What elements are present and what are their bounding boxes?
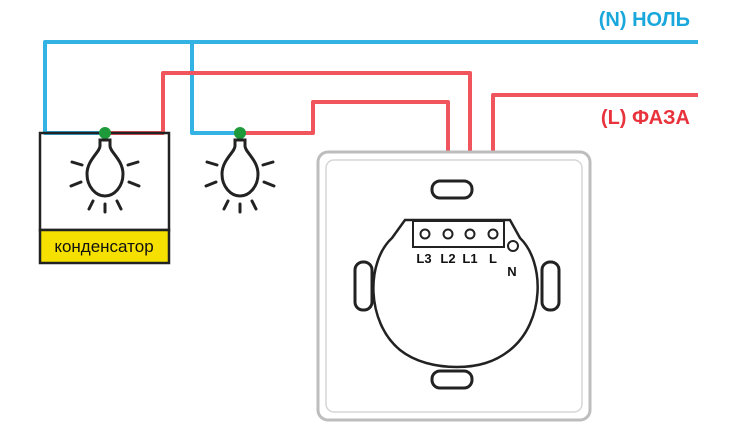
- terminal-label-l2: L2: [440, 251, 455, 266]
- mount-slot-top: [430, 179, 474, 200]
- neutral-label: (N) НОЛЬ: [599, 9, 690, 31]
- capacitor-label: конденсатор: [54, 237, 153, 256]
- capacitor-label-box: [38, 228, 171, 265]
- bulb-cap: [99, 127, 111, 139]
- terminal-label-l3: L3: [416, 251, 431, 266]
- terminal-screw: [442, 228, 454, 240]
- mount-slot-bottom: [430, 369, 474, 390]
- terminal-screw: [419, 228, 431, 240]
- terminal-screw: [487, 228, 499, 240]
- bulb-icon: [204, 127, 276, 214]
- bulb-icon: [69, 127, 141, 214]
- terminal-screw: [464, 228, 476, 240]
- capacitor: конденсатор: [38, 131, 171, 265]
- terminal-label-l1: L1: [462, 251, 477, 266]
- phase-label: (L) ФАЗА: [601, 107, 690, 129]
- switch-mechanism: [372, 218, 539, 369]
- switch-plate: L3 L2 L1 L N: [316, 150, 592, 422]
- terminal-label-l: L: [489, 251, 497, 266]
- neutral-terminal-hole: [507, 240, 519, 252]
- bulb-cap: [234, 127, 246, 139]
- mount-slot-left: [353, 260, 374, 312]
- mount-slot-right: [540, 260, 561, 312]
- terminal-label-n: N: [507, 264, 516, 279]
- terminal-screws: [419, 228, 499, 240]
